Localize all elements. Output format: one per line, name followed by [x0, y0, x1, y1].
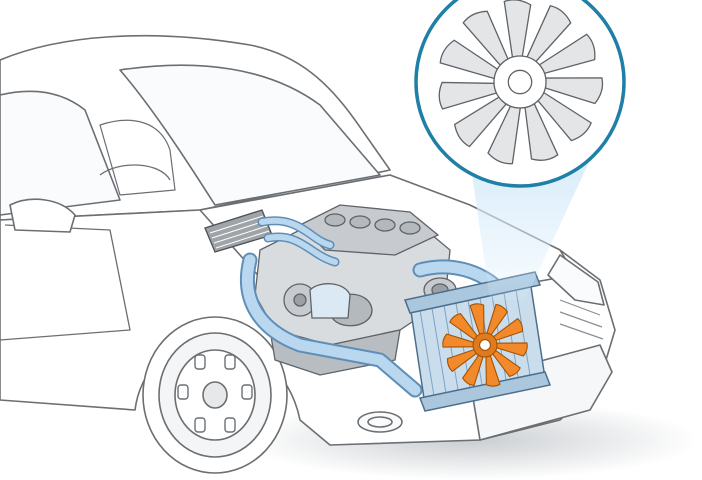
fan-blade [491, 317, 524, 342]
coolant-reservoir [309, 283, 351, 319]
windshield [119, 64, 381, 206]
grille [559, 299, 604, 340]
steering-wheel [99, 164, 171, 181]
fan-blade [524, 5, 572, 66]
fan-blade [485, 303, 509, 338]
callout-beam [470, 160, 590, 300]
fan-blade [449, 312, 480, 342]
fan-blade [540, 77, 604, 105]
fan-blade [461, 352, 485, 387]
fan-blade [487, 101, 522, 165]
front-wheel [142, 316, 288, 474]
headlight [547, 254, 605, 306]
fan-blade [446, 348, 479, 373]
fan-blade [462, 10, 511, 70]
fan-blade [469, 303, 485, 337]
side-window [0, 90, 121, 216]
fan-blade [439, 39, 502, 81]
fan-hub-center [479, 339, 491, 351]
fan-blade [490, 348, 521, 378]
detail-fan [438, 0, 604, 165]
fan-blade [523, 99, 559, 161]
fan-blade [494, 342, 528, 357]
intake-runners [324, 213, 421, 235]
fan-blade [503, 0, 532, 62]
fan-blade [442, 333, 476, 348]
fan-blade [438, 81, 502, 110]
fog-light [357, 411, 403, 433]
seat [99, 119, 176, 196]
fan-blade [453, 94, 510, 148]
fan-blade [534, 89, 592, 142]
front-bumper [469, 344, 613, 441]
fan-hub-center [507, 69, 533, 95]
fan-blade [535, 33, 596, 76]
side-mirror [9, 198, 76, 233]
radiator-fan [442, 303, 528, 387]
fan-detail-callout [414, 0, 626, 188]
fan-blade [485, 353, 501, 387]
